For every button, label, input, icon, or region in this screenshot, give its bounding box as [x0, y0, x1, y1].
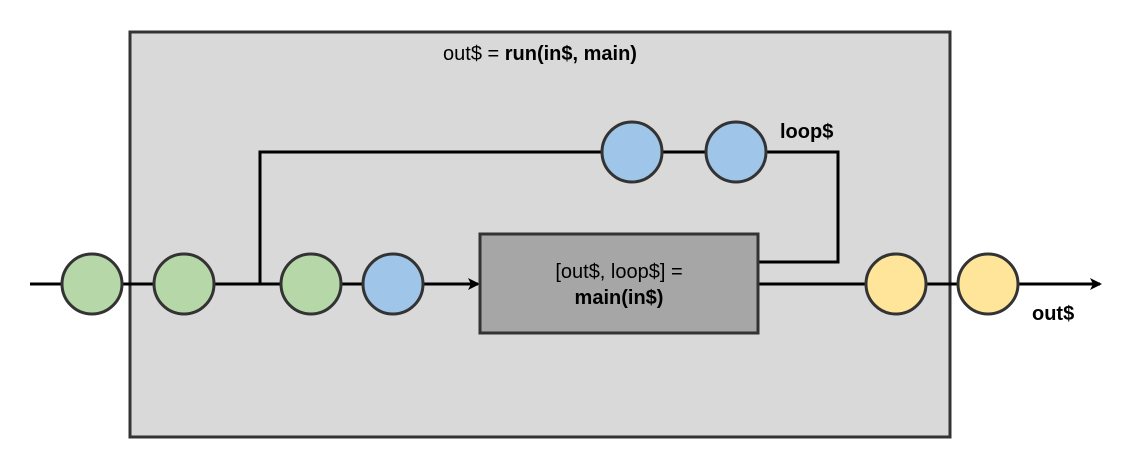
loop-label: loop$ [780, 121, 833, 143]
run-title-call: run(in$, main) [505, 43, 637, 65]
main-box-line1: [out$, loop$] = [555, 261, 682, 283]
output-node-yellow-2 [956, 252, 1020, 316]
input-node-green-2 [152, 252, 216, 316]
main-function-box [478, 232, 760, 335]
loop-feedback-path [258, 150, 840, 284]
input-node-green-1 [60, 252, 124, 316]
main-box-line2: main(in$) [575, 287, 664, 309]
loop-node-blue-1 [600, 120, 664, 184]
input-node-green-3 [279, 252, 343, 316]
input-node-blue [361, 252, 425, 316]
loop-node-blue-2 [704, 120, 768, 184]
output-node-yellow-1 [864, 252, 928, 316]
run-title: out$ = run(in$, main) [443, 43, 637, 65]
run-title-prefix: out$ = [443, 43, 505, 65]
output-label: out$ [1032, 303, 1074, 325]
